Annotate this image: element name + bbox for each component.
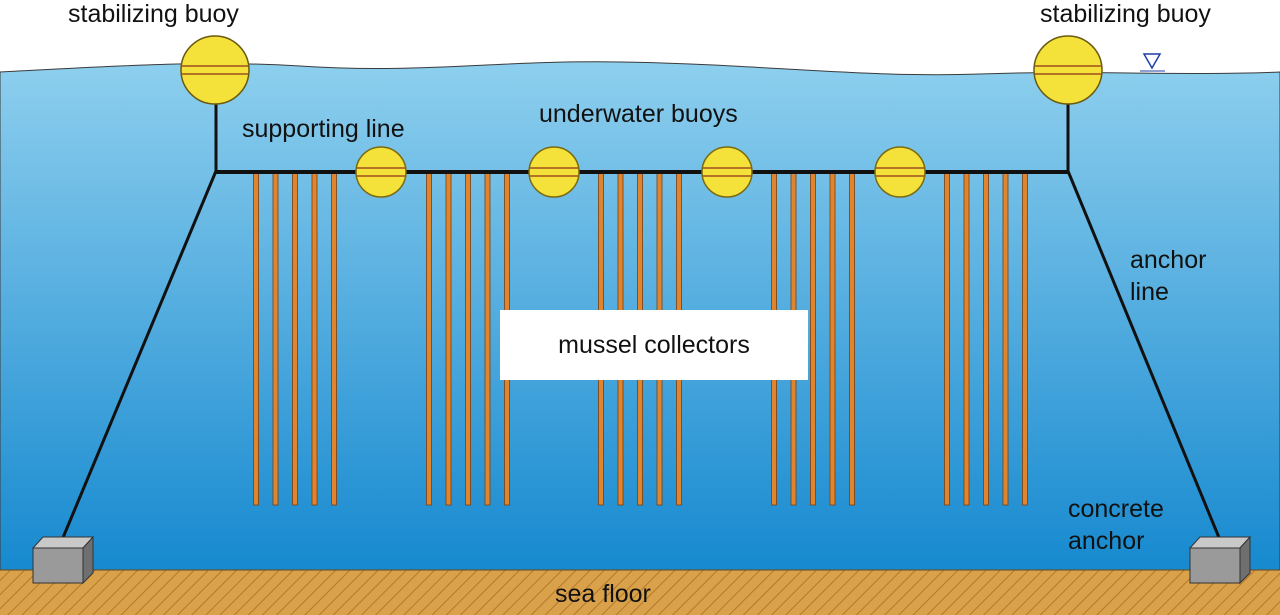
anchor-line-left xyxy=(60,170,218,541)
mussel-collector xyxy=(944,171,950,506)
mussel-collector xyxy=(810,171,816,506)
mussel-collector xyxy=(426,171,432,506)
concrete-anchor-left xyxy=(31,535,95,585)
mussel-collector xyxy=(292,171,298,506)
stabilizing-buoy-left xyxy=(180,35,250,105)
mussel-collector xyxy=(253,171,259,506)
mussel-collector xyxy=(849,171,855,506)
label-underwater-buoys: underwater buoys xyxy=(539,100,738,128)
underwater-buoys xyxy=(355,146,926,198)
label-mussel-collectors: mussel collectors xyxy=(558,330,750,359)
mussel-collector xyxy=(445,171,452,506)
water-level-icon xyxy=(1142,53,1162,70)
mussel-collector xyxy=(1022,171,1028,506)
mussel-collector xyxy=(1002,171,1009,506)
label-mussel-collectors-box: mussel collectors xyxy=(500,310,808,380)
mussel-collector xyxy=(272,171,279,506)
label-anchor-line: anchor line xyxy=(1130,244,1206,308)
mussel-collector xyxy=(484,171,491,506)
label-concrete-anchor: concrete anchor xyxy=(1068,493,1164,557)
label-concrete-anchor-2: anchor xyxy=(1068,527,1145,555)
concrete-anchor-right xyxy=(1188,535,1252,585)
label-anchor-line-1: anchor xyxy=(1130,246,1207,274)
underwater-buoy xyxy=(701,146,753,198)
mussel-collector xyxy=(983,171,989,506)
anchor-line-right xyxy=(1066,170,1222,541)
mussel-collector xyxy=(465,171,471,506)
label-supporting-line: supporting line xyxy=(242,115,405,143)
underwater-buoy xyxy=(874,146,926,198)
underwater-buoy xyxy=(355,146,407,198)
mussel-collector xyxy=(963,171,970,506)
label-stabilizing-buoy-left: stabilizing buoy xyxy=(68,0,239,28)
sea-floor xyxy=(0,570,1280,615)
label-sea-floor: sea floor xyxy=(555,580,651,608)
underwater-buoy xyxy=(528,146,580,198)
label-concrete-anchor-1: concrete xyxy=(1068,495,1164,523)
mussel-collector xyxy=(331,171,337,506)
mussel-collector xyxy=(829,171,836,506)
label-stabilizing-buoy-right: stabilizing buoy xyxy=(1040,0,1211,28)
label-anchor-line-2: line xyxy=(1130,278,1169,306)
mussel-collector xyxy=(311,171,318,506)
stabilizing-buoy-right xyxy=(1033,35,1103,105)
